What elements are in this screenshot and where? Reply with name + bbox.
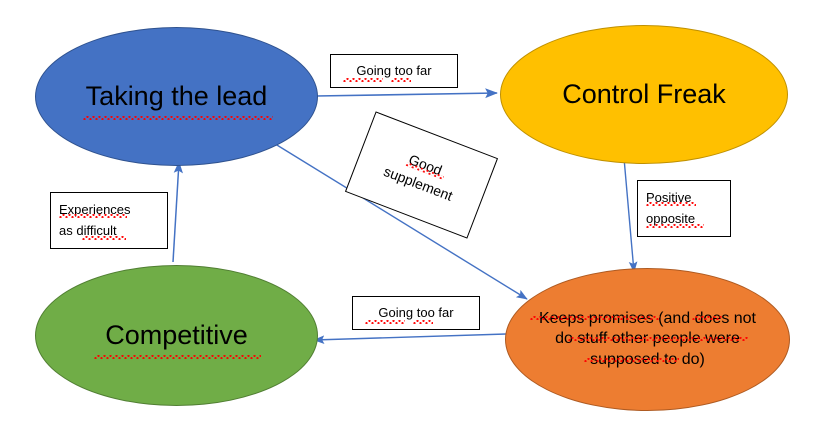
- node-competitive[interactable]: Competitive: [35, 265, 318, 406]
- edge-label-text: Going too far: [356, 62, 432, 78]
- edge-label-text: Experiences as difficult: [59, 202, 131, 238]
- edge-label-text: Good supplement: [381, 151, 455, 204]
- arrow-competitive-to-taking-the-lead: [172, 161, 183, 263]
- edge-label-positive-opposite[interactable]: Positive opposite: [637, 180, 731, 237]
- arrow-taking-the-lead-to-control-freak: [315, 88, 498, 99]
- arrow-control-freak-to-keeps-promises: [623, 157, 638, 273]
- edge-label-text: Positive opposite: [646, 190, 696, 226]
- node-competitive-label: Competitive: [105, 320, 248, 351]
- node-taking-the-lead[interactable]: Taking the lead: [35, 27, 318, 166]
- node-keeps-promises[interactable]: Keeps promises (and does not do stuff ot…: [505, 268, 790, 411]
- edge-label-experiences-as-difficult[interactable]: Experiences as difficult: [50, 192, 168, 249]
- spellcheck-squiggle: [94, 355, 261, 359]
- node-taking-the-lead-label: Taking the lead: [85, 81, 268, 112]
- node-keeps-promises-label: Keeps promises (and does not do stuff ot…: [538, 309, 756, 368]
- node-control-freak[interactable]: Control Freak: [500, 25, 788, 164]
- edge-label-good-supplement[interactable]: Good supplement: [344, 111, 499, 239]
- node-control-freak-label: Control Freak: [562, 79, 726, 110]
- arrow-keeps-promises-to-competitive: [313, 333, 507, 345]
- edge-label-going-too-far-top[interactable]: Going too far: [330, 54, 458, 88]
- spellcheck-squiggle: [83, 116, 273, 120]
- edge-label-text: Going too far: [378, 304, 454, 320]
- edge-label-going-too-far-bottom[interactable]: Going too far: [352, 296, 480, 330]
